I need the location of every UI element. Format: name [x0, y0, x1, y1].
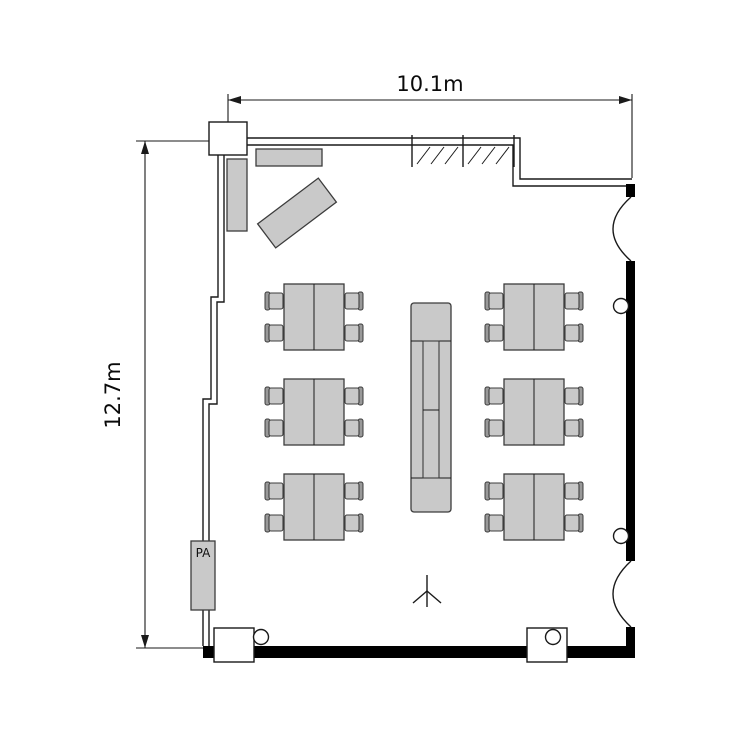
wall-circle-icon	[612, 297, 630, 315]
mic-stand-leg	[412, 590, 428, 604]
pa-speaker: PA	[190, 540, 216, 611]
bottom-wall	[203, 646, 635, 658]
doors	[612, 196, 632, 628]
side-cabinet	[226, 158, 248, 232]
arrow-down-icon	[141, 635, 149, 648]
table-left-2	[264, 378, 364, 446]
hatch-stroke	[416, 146, 431, 165]
hatch-stroke	[444, 146, 459, 165]
mic-stand-icon	[412, 575, 442, 607]
door-swing-top-icon	[612, 196, 632, 262]
center-table-top	[410, 302, 452, 513]
center-table	[410, 302, 452, 513]
top-cabinet	[255, 148, 323, 167]
top-fixtures	[226, 148, 338, 249]
hatch-stroke	[495, 146, 510, 165]
height-dimension-label: 12.7m	[101, 361, 125, 428]
right-wall-segment	[626, 184, 635, 197]
hatch-stroke	[430, 146, 445, 165]
pillar-bottom-left	[213, 627, 255, 663]
table-left-1	[264, 283, 364, 351]
hatch-stroke	[467, 146, 482, 165]
table-right-2	[484, 378, 584, 446]
top-wall-inner	[247, 144, 632, 187]
arrow-left-icon	[228, 96, 241, 104]
angled-desk	[256, 177, 338, 249]
width-dimension-label: 10.1m	[396, 72, 463, 96]
table-right-3	[484, 473, 584, 541]
pa-speaker-box	[190, 540, 216, 611]
arrow-right-icon	[619, 96, 632, 104]
door-swing-bottom-icon	[612, 560, 632, 628]
left-wall-inner	[208, 155, 225, 646]
top-rail-hatch	[411, 135, 515, 167]
dimension-height: 12.7m	[101, 140, 209, 649]
column-circle-icon	[544, 628, 562, 646]
mic-stand-leg	[426, 590, 442, 604]
pillar-top-left	[208, 121, 248, 156]
column-circle-icon	[252, 628, 270, 646]
top-wall-outer	[247, 137, 632, 180]
hatch-stroke	[481, 146, 496, 165]
right-wall-segment	[626, 261, 635, 561]
dimension-width: 10.1m	[227, 72, 633, 178]
right-wall-segment	[626, 627, 635, 647]
pa-label: PA	[196, 546, 211, 560]
arrow-up-icon	[141, 141, 149, 154]
left-wall-outer	[202, 155, 219, 646]
table-left-3	[264, 473, 364, 541]
table-right-1	[484, 283, 584, 351]
pillars	[208, 121, 630, 663]
wall-circle-icon	[612, 527, 630, 545]
